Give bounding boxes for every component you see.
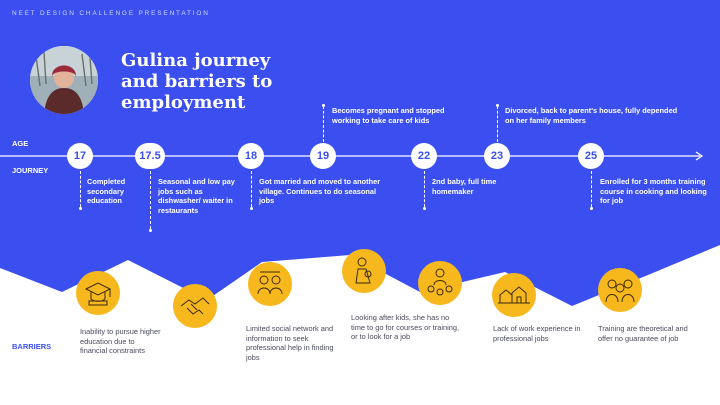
page-title: Gulina journey and barriers to employmen… — [121, 50, 273, 113]
connector — [591, 171, 592, 207]
handshake-icon — [173, 284, 217, 328]
connector-dot — [250, 207, 253, 210]
trainees-icon — [598, 268, 642, 312]
age-node-18: 18 — [238, 143, 264, 169]
barriers-label: BARRIERS — [12, 342, 52, 351]
connector — [251, 171, 252, 207]
event-25: Enrolled for 3 months training course in… — [600, 177, 707, 206]
age-node-25: 25 — [578, 143, 604, 169]
connector — [323, 106, 324, 142]
connector-dot — [590, 207, 593, 210]
event-23: Divorced, back to parent's house, fully … — [505, 106, 678, 125]
barrier-1-text: Inability to pursue higher education due… — [80, 327, 161, 356]
age-node-17: 17 — [67, 143, 93, 169]
barrier-4-text: Lack of work experience in professional … — [493, 324, 581, 343]
age-node-19: 19 — [310, 143, 336, 169]
timeline-arrow-icon — [695, 151, 704, 161]
mother-child-icon — [342, 249, 386, 293]
connector — [497, 106, 498, 142]
profile-photo — [30, 46, 98, 114]
people-network-icon — [248, 262, 292, 306]
connector-dot — [322, 104, 325, 107]
age-node-17-5: 17.5 — [135, 143, 165, 169]
connector-dot — [423, 207, 426, 210]
barrier-5-text: Training are theoretical and offer no gu… — [598, 324, 688, 343]
age-node-23: 23 — [484, 143, 510, 169]
barrier-3-text: Looking after kids, she has no time to g… — [351, 313, 460, 342]
connector — [424, 171, 425, 207]
graduation-cap-icon — [76, 271, 120, 315]
connector-dot — [496, 104, 499, 107]
event-17-5: Seasonal and low pay jobs such as dishwa… — [158, 177, 235, 215]
connector — [150, 171, 151, 229]
age-node-22: 22 — [411, 143, 437, 169]
presentation-header: NEET DESIGN CHALLENGE PRESENTATION — [12, 10, 210, 17]
event-17: Completed secondary education — [87, 177, 126, 206]
age-label: AGE — [12, 139, 29, 148]
connector-dot — [79, 207, 82, 210]
family-icon — [418, 261, 462, 305]
village-houses-icon — [492, 273, 536, 317]
event-18: Got married and moved to another village… — [259, 177, 381, 206]
barrier-2-text: Limited social network and information t… — [246, 324, 334, 362]
event-22: 2nd baby, full time homemaker — [432, 177, 497, 196]
event-19: Becomes pregnant and stopped working to … — [332, 106, 445, 125]
journey-label: JOURNEY — [12, 166, 49, 175]
connector-dot — [149, 229, 152, 232]
timeline-axis — [0, 155, 700, 157]
connector — [80, 171, 81, 207]
